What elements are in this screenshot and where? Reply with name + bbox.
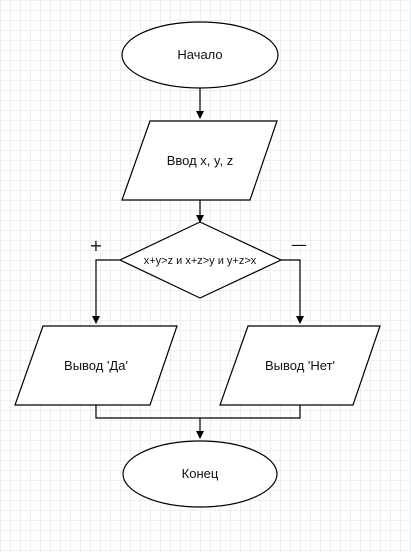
edge-output-yes-merge — [95, 405, 200, 419]
edge-condition-no — [281, 259, 304, 324]
output-no-node: Вывод 'Нет' — [219, 325, 381, 406]
edge-condition-yes — [92, 259, 120, 324]
condition-node: x+y>z и x+z>y и y+z>x — [118, 221, 283, 299]
input-node: Ввод x, y, z — [121, 120, 278, 201]
edge-output-no-merge — [200, 405, 301, 419]
start-label: Начало — [177, 47, 222, 62]
output-yes-label: Вывод 'Да' — [64, 358, 128, 373]
yes-branch-sign: + — [89, 236, 102, 255]
input-label: Ввод x, y, z — [167, 153, 234, 168]
end-label: Конец — [182, 466, 219, 481]
output-no-label: Вывод 'Нет' — [265, 358, 335, 373]
condition-label: x+y>z и x+z>y и y+z>x — [144, 255, 257, 267]
start-node: Начало — [121, 21, 279, 89]
end-node: Конец — [122, 440, 278, 508]
no-branch-sign: — — [291, 235, 307, 254]
output-yes-node: Вывод 'Да' — [14, 325, 178, 406]
